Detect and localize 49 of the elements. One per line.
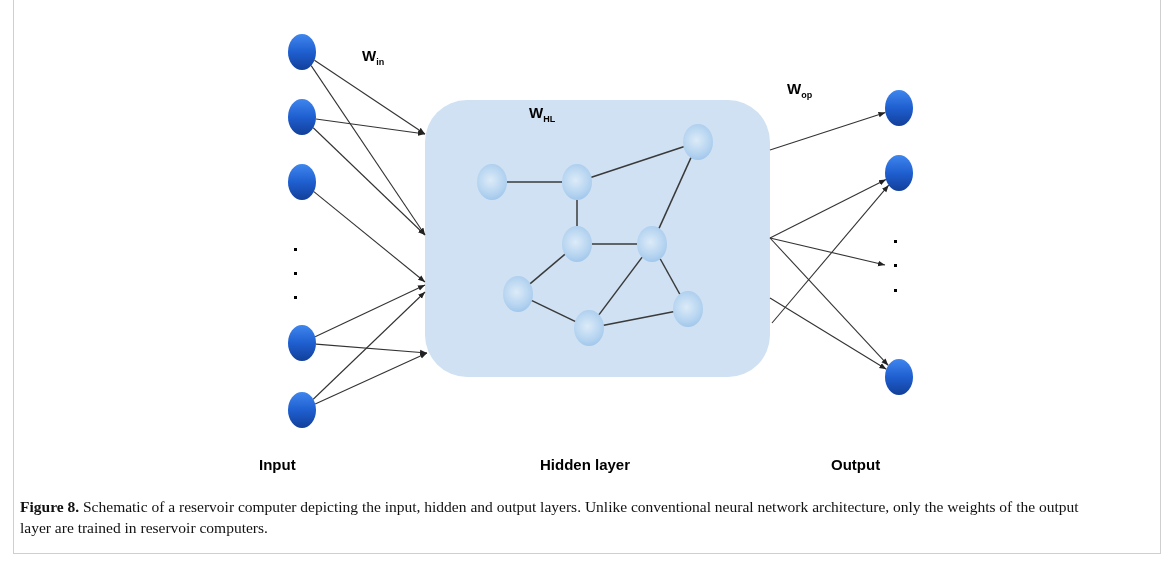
layer-label: Input: [259, 456, 296, 473]
circle-node: [574, 310, 604, 346]
weight-label: W$_{in}$: [362, 47, 385, 67]
arrow: [315, 118, 426, 136]
circle-node: [503, 276, 533, 312]
circle-node: [477, 164, 507, 200]
arrow: [313, 191, 426, 283]
arrow: [314, 352, 428, 405]
arrow: [314, 284, 426, 338]
weight-label: W$_{op}$: [787, 80, 813, 100]
circle-node: [673, 291, 703, 327]
circle-node: [288, 164, 316, 200]
link-line: [531, 299, 576, 323]
circle-node: [637, 226, 667, 262]
arrow: [315, 343, 428, 356]
circle-node: [885, 90, 913, 126]
link-line: [576, 199, 578, 227]
arrow: [312, 291, 426, 400]
link-line: [659, 258, 681, 295]
link-line: [590, 146, 685, 178]
link-line: [529, 253, 566, 285]
arrow: [769, 297, 887, 370]
link-line: [598, 256, 643, 316]
circle-node: [683, 124, 713, 160]
arrow: [313, 59, 426, 135]
weight-label: W$_{HL}$: [529, 104, 556, 124]
arrow: [312, 127, 426, 236]
reservoir-panel: [425, 100, 770, 377]
link-line: [603, 311, 674, 326]
link-line: [506, 181, 563, 183]
link-line: [591, 243, 638, 245]
circle-node: [288, 99, 316, 135]
circle-node: [562, 164, 592, 200]
arrow: [769, 179, 887, 239]
arrow: [769, 237, 886, 267]
arrow: [310, 65, 426, 236]
figure-caption: Figure 8. Schematic of a reservoir computer depicting the input, hidden and output layers. Unlike conventional neural network architecture, only the weights of the output layer are trained in reservoir computers.: [20, 497, 1080, 538]
arrow: [771, 184, 890, 324]
circle-node: [288, 392, 316, 428]
layer-label: Output: [831, 456, 881, 473]
circle-node: [288, 34, 316, 70]
arrow: [769, 237, 889, 366]
link-line: [658, 157, 692, 229]
circle-node: [288, 325, 316, 361]
circle-node: [885, 155, 913, 191]
circle-node: [885, 359, 913, 395]
arrow: [769, 111, 886, 151]
circle-node: [562, 226, 592, 262]
layer-label: Hidden layer: [540, 456, 631, 473]
